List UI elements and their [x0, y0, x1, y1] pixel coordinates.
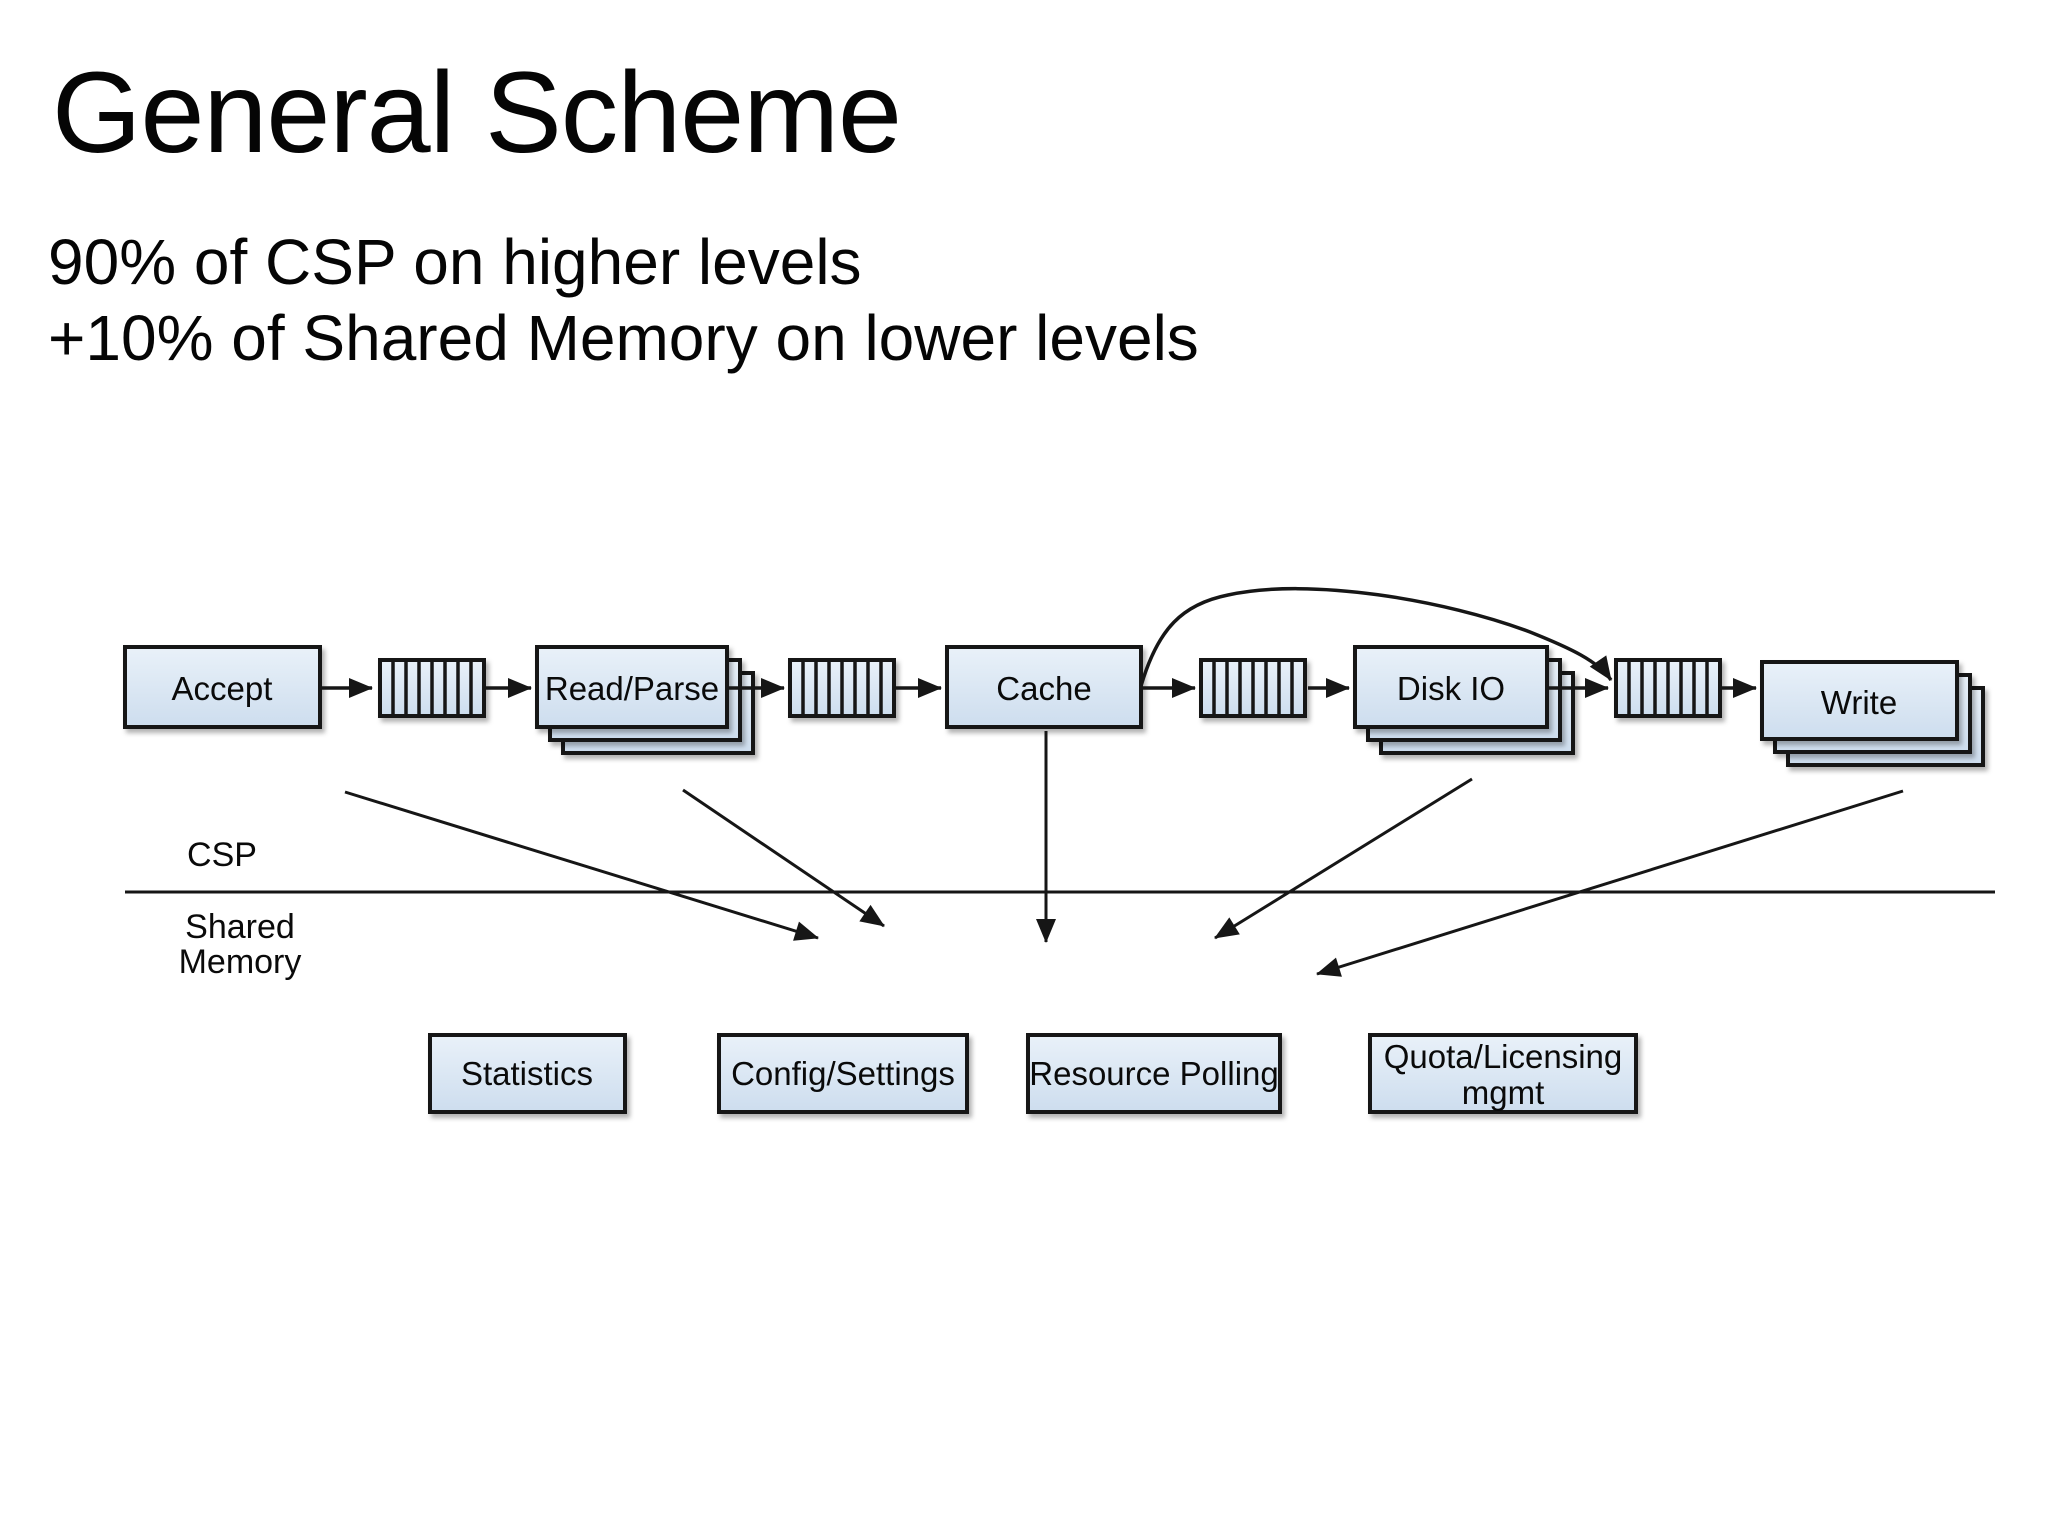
slide-title: General Scheme — [52, 49, 902, 177]
config-settings-box-label: Config/Settings — [731, 1055, 955, 1092]
write-box-label: Write — [1821, 684, 1897, 721]
shared-memory-label-line1: Shared — [185, 908, 295, 946]
diskio-to-shared-arrow — [1214, 777, 1473, 940]
read-parse-box: Read/Parse — [535, 645, 755, 755]
queue-icon-2 — [788, 658, 896, 718]
quota-licensing-box: Quota/Licensing mgmt — [1368, 1033, 1638, 1114]
accept-box: Accept — [123, 645, 322, 729]
cache-box: Cache — [945, 645, 1143, 729]
statistics-box: Statistics — [428, 1033, 627, 1114]
statistics-box-label: Statistics — [461, 1055, 593, 1092]
quota-licensing-box-label-line1: Quota/Licensing — [1384, 1038, 1623, 1075]
subtitle-line-2: +10% of Shared Memory on lower levels — [48, 302, 1199, 374]
write-to-shared-arrow — [1316, 789, 1904, 977]
csp-layer-label: CSP — [187, 836, 257, 874]
disk-io-box-label: Disk IO — [1397, 670, 1505, 707]
cache-bypass-arrow — [1139, 586, 1613, 687]
queue-icon-4 — [1614, 658, 1722, 718]
shared-memory-layer-label: Shared Memory — [179, 908, 302, 981]
slide-subtitle: 90% of CSP on higher levels +10% of Shar… — [48, 224, 1199, 376]
resource-polling-box: Resource Polling — [1026, 1033, 1282, 1114]
resource-polling-box-label: Resource Polling — [1029, 1055, 1278, 1092]
subtitle-line-1: 90% of CSP on higher levels — [48, 226, 862, 298]
disk-io-box: Disk IO — [1353, 645, 1575, 755]
accept-box-label: Accept — [172, 670, 273, 707]
cache-box-label: Cache — [996, 670, 1091, 707]
shared-memory-label-line2: Memory — [179, 943, 302, 981]
queue-icon-3 — [1199, 658, 1307, 718]
readparse-to-shared-arrow — [682, 788, 885, 928]
accept-to-shared-arrow — [344, 790, 819, 941]
config-settings-box: Config/Settings — [717, 1033, 969, 1114]
quota-licensing-box-label-line2: mgmt — [1462, 1074, 1545, 1111]
queue-icon-1 — [378, 658, 486, 718]
write-box: Write — [1760, 660, 1985, 767]
read-parse-box-label: Read/Parse — [545, 670, 719, 707]
